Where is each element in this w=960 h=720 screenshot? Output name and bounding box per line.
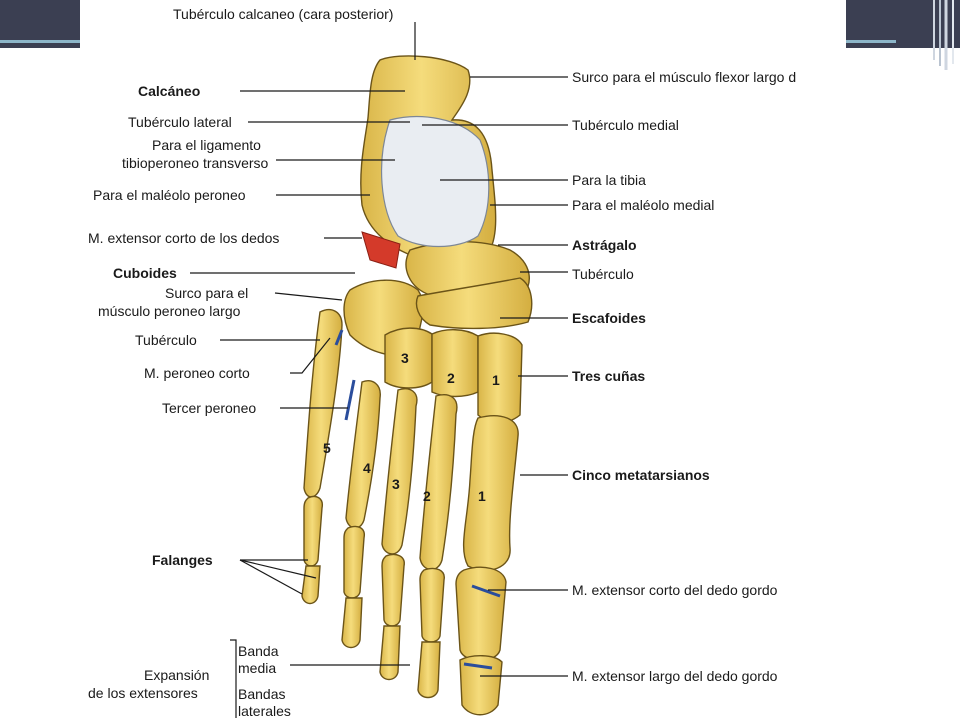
label-tuberculo-lateral: Tubérculo lateral xyxy=(128,114,232,130)
label-banda-line2: media xyxy=(238,660,277,676)
peroneus-tertius-tendon xyxy=(344,379,356,421)
label-falanges: Falanges xyxy=(152,552,213,568)
label-surco-flexor: Surco para el músculo flexor largo d xyxy=(572,69,797,85)
phalanx-1-proximal xyxy=(455,566,507,662)
label-ligamento-line1: Para el ligamento xyxy=(152,137,261,153)
metatarsal-2-number: 2 xyxy=(423,488,431,504)
metatarsal-4-number: 4 xyxy=(363,460,371,476)
phalanx-3-distal xyxy=(379,625,401,681)
label-tuberculo-calcaneo: Tubérculo calcaneo (cara posterior) xyxy=(173,6,394,22)
label-para-tibia: Para la tibia xyxy=(572,172,646,188)
peroneus-brevis-tendon xyxy=(334,329,344,346)
label-bandas-line2: laterales xyxy=(238,703,291,719)
label-expansion-line2: de los extensores xyxy=(88,685,198,701)
metatarsal-3-number: 3 xyxy=(392,476,400,492)
label-ligamento-line2: tibioperoneo transverso xyxy=(122,155,269,171)
label-cinco-metatarsianos: Cinco metatarsianos xyxy=(572,467,710,483)
phalanx-2-proximal xyxy=(419,567,445,643)
slide-accent-line-left xyxy=(0,40,90,43)
phalanx-5-proximal xyxy=(303,495,323,567)
metatarsal-5 xyxy=(303,308,343,498)
extensor-digitorum-brevis-muscle xyxy=(361,231,401,269)
cuneiform-2-number: 2 xyxy=(447,370,455,386)
slide-corner-decoration xyxy=(933,0,954,70)
label-tuberculo-left: Tubérculo xyxy=(135,332,197,348)
phalanx-4-distal xyxy=(341,597,363,649)
phalanx-1-distal xyxy=(459,655,503,716)
extensor-hallucis-longus-tendon xyxy=(463,662,493,670)
label-tuberculo-right: Tubérculo xyxy=(572,266,634,282)
phalanx-5-distal xyxy=(301,565,321,605)
phalanx-3-proximal xyxy=(381,553,405,627)
label-tres-cunas: Tres cuñas xyxy=(572,368,646,384)
metatarsal-5-number: 5 xyxy=(323,440,331,456)
navicular-bone xyxy=(415,277,533,330)
label-surco-peroneo-line1: Surco para el xyxy=(165,285,249,301)
metatarsal-2 xyxy=(419,394,458,571)
label-cuboides: Cuboides xyxy=(113,265,177,281)
metatarsal-3 xyxy=(381,388,418,555)
label-extensor-largo-gordo: M. extensor largo del dedo gordo xyxy=(572,668,778,684)
leader-lines xyxy=(190,22,568,718)
label-tuberculo-medial: Tubérculo medial xyxy=(572,117,679,133)
metatarsal-1 xyxy=(462,415,519,571)
extensor-hallucis-brevis-tendon xyxy=(471,584,501,598)
label-tercer-peroneo: Tercer peroneo xyxy=(162,400,257,416)
phalanx-2-distal xyxy=(417,641,441,699)
foot-diagram-figure: 3 2 1 5 4 3 2 1 Tubérculo calcaneo (cara… xyxy=(80,0,846,720)
foot-bones-illustration xyxy=(190,22,568,718)
label-extensor-corto-gordo: M. extensor corto del dedo gordo xyxy=(572,582,778,598)
cuneiform-2 xyxy=(431,329,479,398)
label-surco-peroneo-line2: músculo peroneo largo xyxy=(98,303,241,319)
label-expansion-line1: Expansión xyxy=(144,667,210,683)
label-banda-line1: Banda xyxy=(238,643,279,659)
metatarsal-4 xyxy=(345,380,381,529)
talus-trochlea-cartilage xyxy=(380,116,490,248)
label-extensor-corto-dedos: M. extensor corto de los dedos xyxy=(88,230,280,246)
phalanx-4-proximal xyxy=(343,525,365,599)
slide-accent-line-right xyxy=(846,40,896,43)
metatarsal-1-number: 1 xyxy=(478,488,486,504)
label-bandas-line1: Bandas xyxy=(238,686,286,702)
label-maleolo-medial: Para el maléolo medial xyxy=(572,197,715,213)
cuneiform-3-number: 3 xyxy=(401,350,409,366)
label-escafoides: Escafoides xyxy=(572,310,646,326)
label-astragalo: Astrágalo xyxy=(572,237,637,253)
label-peroneo-corto: M. peroneo corto xyxy=(144,365,250,381)
label-maleolo-peroneo: Para el maléolo peroneo xyxy=(93,187,246,203)
cuneiform-1-number: 1 xyxy=(492,372,500,388)
label-calcaneo: Calcáneo xyxy=(138,83,201,99)
cuneiform-1 xyxy=(477,332,523,424)
